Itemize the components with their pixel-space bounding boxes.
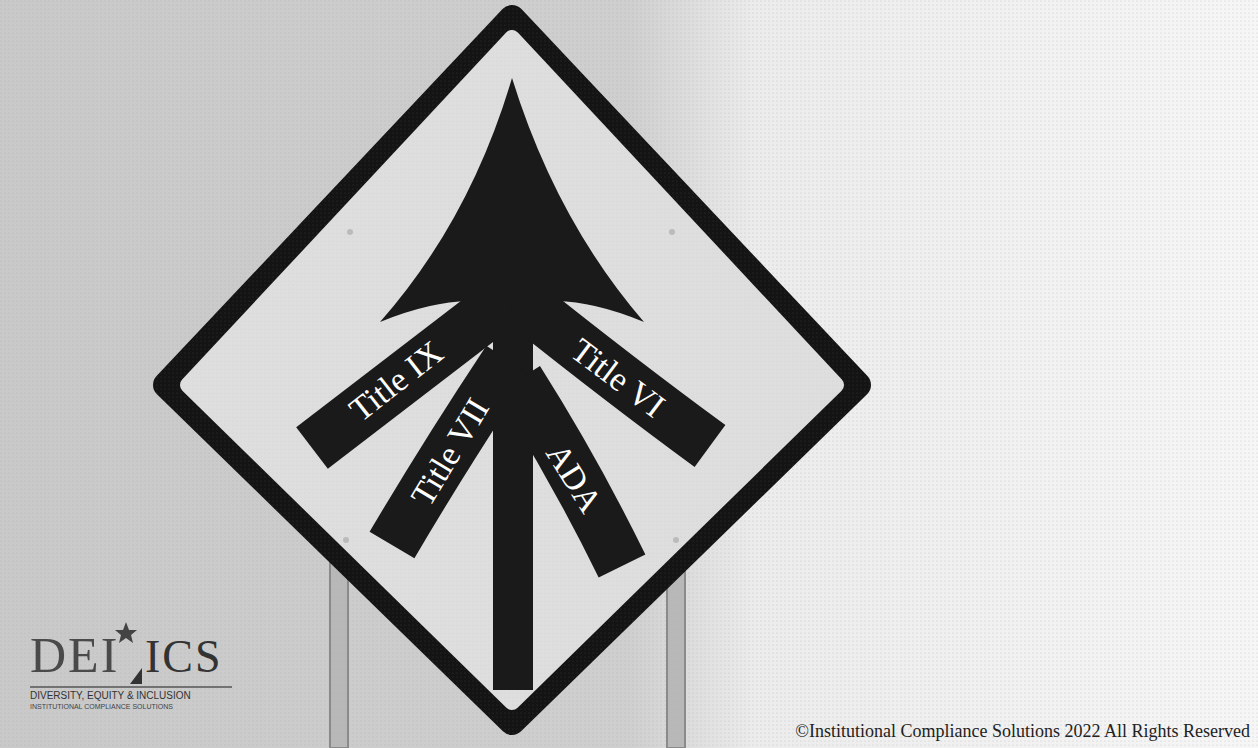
logo-subtitle: INSTITUTIONAL COMPLIANCE SOLUTIONS bbox=[30, 703, 173, 711]
logo-graphic bbox=[30, 622, 232, 687]
sign-face bbox=[188, 38, 836, 702]
sign-bolt bbox=[669, 229, 675, 235]
branch-label: Title VII bbox=[404, 392, 497, 512]
branch-label: Title VI bbox=[564, 331, 672, 425]
logo-triangle bbox=[130, 668, 142, 684]
branch-label: ADA bbox=[539, 437, 610, 519]
sign-bolt bbox=[343, 537, 349, 543]
sign-post bbox=[330, 560, 348, 748]
copyright-notice: ©Institutional Compliance Solutions 2022… bbox=[795, 722, 1250, 742]
arrow-branches bbox=[312, 300, 710, 566]
logo-rule bbox=[30, 686, 232, 688]
sign-bolt bbox=[347, 229, 353, 235]
sign-post bbox=[667, 560, 685, 748]
logo-text: DEI bbox=[30, 628, 119, 683]
arrow-branch bbox=[518, 380, 622, 566]
logo-subtitle: DIVERSITY, EQUITY & INCLUSION bbox=[30, 690, 191, 701]
logo-text: ICS bbox=[145, 632, 223, 683]
sign-bolt bbox=[673, 537, 679, 543]
branch-label: Title IX bbox=[342, 333, 450, 429]
sign-border bbox=[166, 18, 858, 722]
